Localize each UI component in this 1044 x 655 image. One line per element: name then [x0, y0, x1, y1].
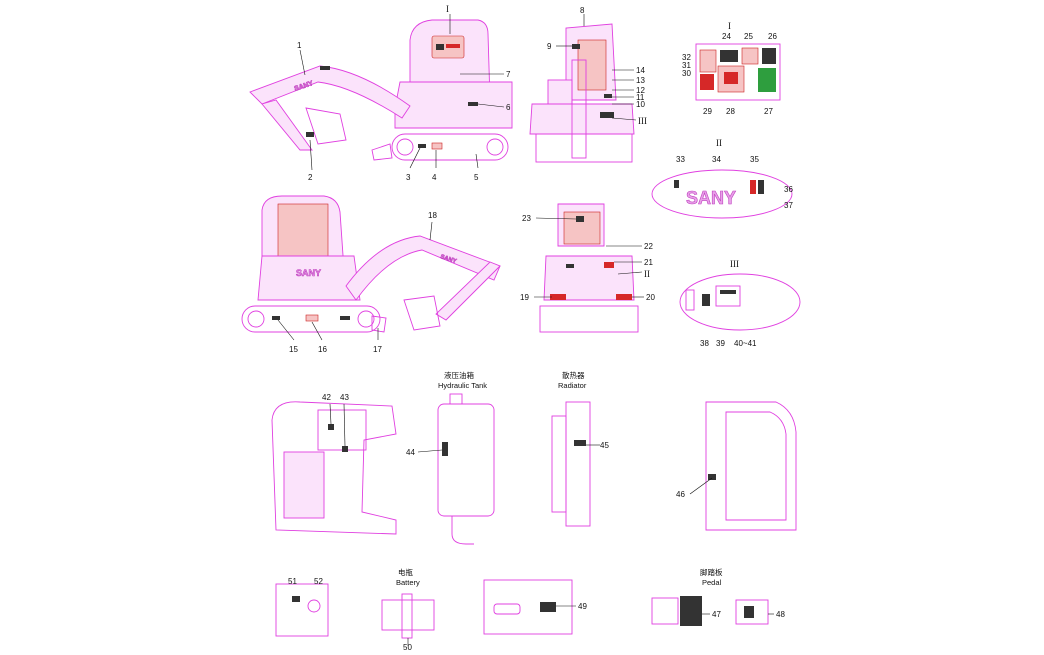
callout-31: 31 — [682, 61, 691, 70]
callout-42: 42 — [322, 393, 331, 402]
detail-ii-brand-text: SANY — [686, 188, 736, 208]
callout-1: 1 — [297, 41, 302, 50]
callout-48: 48 — [776, 610, 785, 619]
callout-50: 50 — [403, 643, 412, 652]
callout-46: 46 — [676, 490, 685, 499]
callout-16: 16 — [318, 345, 327, 354]
callout-36: 36 — [784, 185, 793, 194]
detail-i-decal-panel: I 24 25 26 32 31 30 29 28 27 — [682, 21, 781, 116]
callout-26: 26 — [768, 32, 777, 41]
hydraulic-tank-view: 液压油箱 Hydraulic Tank 44 — [406, 370, 495, 545]
battery-area-left-view: 51 52 — [275, 577, 329, 637]
callout-34: 34 — [712, 155, 721, 164]
excavator-left-side-view: SANY 1 2 3 4 5 6 7 I — [249, 4, 513, 182]
callout-11: 11 — [636, 93, 645, 102]
excavator-front-view: 8 9 10 11 12 13 14 III — [529, 6, 647, 163]
callout-23: 23 — [522, 214, 531, 223]
callout-17: 17 — [373, 345, 382, 354]
callout-9: 9 — [547, 42, 552, 51]
pedal-view: 脚踏板 Pedal 47 48 — [651, 567, 785, 626]
view-marker-i-left: I — [446, 4, 449, 14]
callout-7: 7 — [506, 70, 511, 79]
detail-iii-panel: III 38 39 40~41 — [679, 259, 801, 348]
radiator-view: 散热器 Radiator 45 — [551, 370, 609, 527]
callout-37: 37 — [784, 201, 793, 210]
callout-49: 49 — [578, 602, 587, 611]
callout-3: 3 — [406, 173, 411, 182]
callout-52: 52 — [314, 577, 323, 586]
callout-33: 33 — [676, 155, 685, 164]
pedal-caption-cn: 脚踏板 — [700, 567, 723, 577]
callout-12: 12 — [636, 86, 645, 95]
callout-15: 15 — [289, 345, 298, 354]
view-marker-ii-rear: II — [644, 269, 650, 279]
side-panel-brand-text: SANY — [296, 268, 321, 278]
callout-43: 43 — [340, 393, 349, 402]
excavator-rear-view: 23 22 21 II 19 20 — [520, 203, 655, 333]
radiator-caption-cn: 散热器 — [562, 370, 585, 380]
callout-13: 13 — [636, 76, 645, 85]
hydraulic-tank-caption-cn: 液压油箱 — [444, 370, 474, 380]
battery-caption-en: Battery — [396, 578, 420, 587]
pedal-caption-en: Pedal — [702, 578, 722, 587]
callout-5: 5 — [474, 173, 479, 182]
hydraulic-tank-caption-en: Hydraulic Tank — [438, 381, 487, 390]
floor-plate-view: 49 — [483, 579, 587, 635]
detail-i-marker: I — [728, 21, 731, 31]
callout-51: 51 — [288, 577, 297, 586]
battery-view: 电瓶 Battery 50 — [381, 567, 435, 652]
callout-27: 27 — [764, 107, 773, 116]
callout-25: 25 — [744, 32, 753, 41]
battery-caption-cn: 电瓶 — [398, 567, 413, 577]
callout-2: 2 — [308, 173, 313, 182]
callout-30: 30 — [682, 69, 691, 78]
callout-10: 10 — [636, 100, 645, 109]
callout-4: 4 — [432, 173, 437, 182]
callout-39: 39 — [716, 339, 725, 348]
view-marker-iii-front: III — [638, 116, 647, 126]
callout-21: 21 — [644, 258, 653, 267]
callout-44: 44 — [406, 448, 415, 457]
callout-38: 38 — [700, 339, 709, 348]
detail-ii-brand-panel: II SANY 33 34 35 36 37 — [651, 138, 793, 219]
callout-22: 22 — [644, 242, 653, 251]
cab-door-view: 46 — [676, 401, 797, 531]
callout-8: 8 — [580, 6, 585, 15]
excavator-right-side-view: SANY SANY 18 15 16 17 — [241, 195, 501, 354]
callout-45: 45 — [600, 441, 609, 450]
callout-20: 20 — [646, 293, 655, 302]
callout-47: 47 — [712, 610, 721, 619]
detail-ii-marker: II — [716, 138, 722, 148]
callout-40-41: 40~41 — [734, 339, 757, 348]
callout-29: 29 — [703, 107, 712, 116]
callout-14: 14 — [636, 66, 645, 75]
callout-35: 35 — [750, 155, 759, 164]
right-boom-brand-text: SANY — [439, 254, 457, 265]
engine-compartment-view: 42 43 — [271, 393, 397, 535]
callout-24: 24 — [722, 32, 731, 41]
callout-18: 18 — [428, 211, 437, 220]
radiator-caption-en: Radiator — [558, 381, 587, 390]
callout-6: 6 — [506, 103, 511, 112]
callout-19: 19 — [520, 293, 529, 302]
callout-28: 28 — [726, 107, 735, 116]
callout-32: 32 — [682, 53, 691, 62]
detail-iii-marker: III — [730, 259, 739, 269]
